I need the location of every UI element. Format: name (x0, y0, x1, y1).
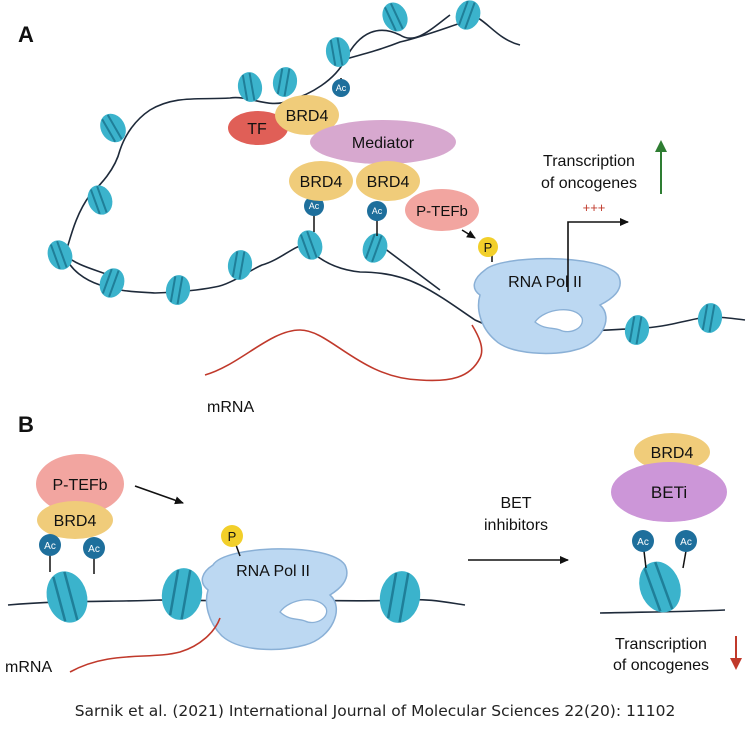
brd4-right-a-label: BRD4 (367, 174, 410, 191)
mediator-ellipse (310, 120, 456, 164)
acetyl-label-b2: Ac (88, 544, 100, 555)
nucleosome-b1 (46, 571, 88, 623)
bet-inhibitors-line1: BET (500, 495, 531, 512)
ptefb-a-label: P-TEFb (416, 203, 468, 220)
rna-pol-a-label: RNA Pol II (508, 274, 582, 291)
rna-pol-b-cleft (279, 599, 328, 624)
beti-label: BETi (651, 483, 687, 502)
nucleosome-a6 (100, 113, 126, 143)
nucleosome-a1 (382, 2, 408, 32)
ptefb-b-label: P-TEFb (52, 477, 107, 494)
nucleosome-b4 (639, 561, 681, 613)
mrna-a (204, 324, 483, 382)
transcription-a-line2: of oncogenes (541, 175, 637, 192)
brd4-top-a-label: BRD4 (286, 108, 329, 125)
acetyl-mark-a2 (304, 196, 324, 216)
acetyl-mark-b1 (39, 534, 61, 556)
acetyl-label-a1: Ac (336, 83, 347, 93)
nucleosome-a15 (697, 303, 723, 333)
nucleosome-a2 (455, 0, 481, 30)
chromatin-fiber-top (334, 17, 521, 63)
brd4-left-a-label: BRD4 (300, 174, 343, 191)
acetyl-label-b3: Ac (637, 537, 649, 548)
bet-inhibitors-line2: inhibitors (484, 517, 548, 534)
nucleosome-a7 (87, 185, 113, 215)
ptefb-arrow-a (461, 229, 476, 239)
transcription-b-line1: Transcription (615, 636, 707, 653)
brd4-b-right-label: BRD4 (651, 445, 694, 462)
acetyl-label-b4: Ac (680, 537, 692, 548)
panel-a-label: A (18, 22, 34, 47)
acetyl-mark-a3 (367, 201, 387, 221)
mrna-a-label: mRNA (207, 399, 254, 416)
nucleosome-a13 (362, 233, 388, 263)
rna-pol-a-cleft (534, 309, 583, 333)
rna-pol-b-body (201, 548, 348, 651)
nucleosome-a5 (272, 67, 298, 97)
acetyl-mark-b2 (83, 537, 105, 559)
plus-label: +++ (583, 200, 606, 215)
nucleosome-a12 (297, 230, 323, 260)
tf-label: TF (247, 121, 267, 138)
brd4-b-right (634, 433, 710, 471)
mrna-b-label: mRNA (5, 659, 52, 676)
mediator-label: Mediator (352, 135, 415, 152)
phospho-a-label: P (484, 240, 493, 255)
brd4-right-a (356, 161, 420, 201)
phospho-b-label: P (228, 529, 237, 544)
mrna-b (69, 617, 221, 673)
chromatin-fiber-right (379, 244, 441, 291)
ptefb-b (36, 454, 124, 514)
nucleosome-b3 (379, 571, 421, 623)
citation-caption: Sarnik et al. (2021) International Journ… (74, 702, 676, 720)
rna-pol-b-label: RNA Pol II (236, 563, 310, 580)
acetyl-mark-b3 (632, 530, 654, 552)
nucleosome-b2 (161, 568, 203, 620)
phospho-b (221, 525, 243, 547)
nucleosome-a9 (99, 268, 125, 298)
phospho-a (478, 237, 498, 257)
acetyl-mark-b4 (675, 530, 697, 552)
nucleosome-a14 (624, 315, 650, 345)
acetyl-mark-a1 (332, 79, 350, 97)
brd4-left-a (289, 161, 353, 201)
transcription-a-line1: Transcription (543, 153, 635, 170)
nucleosome-a3 (325, 37, 351, 67)
nucleosome-a8 (47, 240, 73, 270)
rna-pol-a-body (473, 257, 621, 355)
acetyl-label-a3: Ac (372, 206, 383, 216)
acetyl-label-a2: Ac (309, 201, 320, 211)
nucleosome-a11 (227, 250, 253, 280)
transcription-start-arrow (567, 218, 629, 292)
brd4-b-left (37, 501, 113, 539)
ptefb-a (405, 189, 479, 231)
panel-b-label: B (18, 412, 34, 437)
brd4-b-left-label: BRD4 (54, 513, 97, 530)
brd4-top-a (275, 95, 339, 135)
ptefb-arrow-b (134, 485, 184, 505)
nucleosome-a4 (237, 72, 263, 102)
tf-ellipse (228, 111, 288, 145)
beti-ellipse (611, 462, 727, 522)
transcription-b-line2: of oncogenes (613, 657, 709, 674)
acetyl-label-b1: Ac (44, 541, 56, 552)
nucleosome-a10 (165, 275, 191, 305)
